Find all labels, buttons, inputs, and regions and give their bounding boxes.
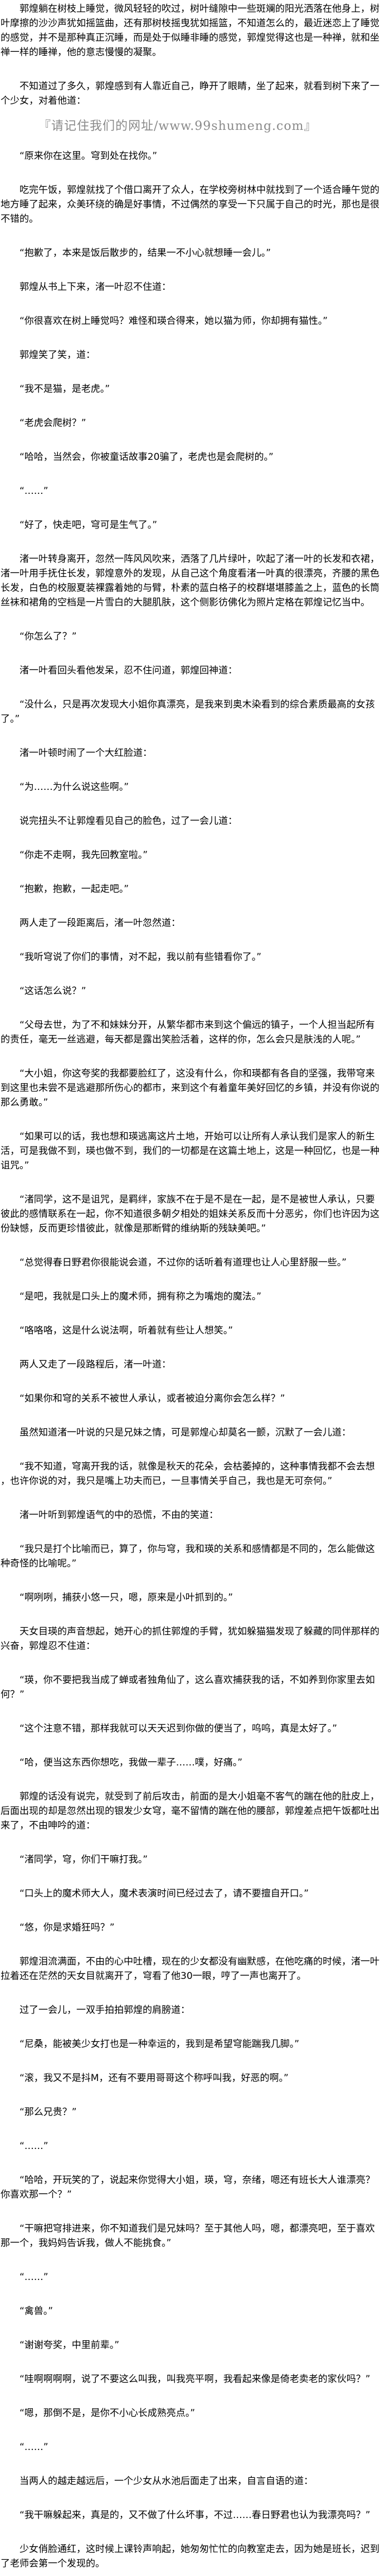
paragraph: 虽然知道渚一叶说的只是兄妹之情，可是郭煌心却莫名一颤，沉默了一会儿道： xyxy=(20,1427,351,1438)
paragraph: “没什么，只是再次发现大小姐你真漂亮，是我来到奥木染看到的综合素质最高的女孩了。… xyxy=(1,699,375,725)
paragraph: “我只是打个比喻而已，算了，你与穹，我和瑛的关系和感情都是不同的，怎么能做这种奇… xyxy=(1,1544,375,1569)
paragraph: “我不知道，穹离开我的话，就像是秋天的花朵，会枯萎掉的，这种事情我都不会去想，也… xyxy=(1,1461,375,1487)
paragraph: 渚一叶看回头看他发呆，忍不住问道，郭煌回神道： xyxy=(20,665,237,676)
paragraph: “抱歉，抱歉，一起走吧。” xyxy=(20,884,129,895)
paragraph: “……” xyxy=(20,2442,48,2453)
paragraph: “咯咯咯，这是什么说法啊，听着就有些让人想笑。” xyxy=(20,1325,233,1336)
paragraph: “谢谢夸奖，中里前辈。” xyxy=(20,2340,120,2351)
paragraph: 郭煌躺在树枝上睡觉，微风轻轻的吹过，树叶缝隙中一些斑斓的阳光洒落在他身上，树叶摩… xyxy=(1,3,379,58)
paragraph: 渚一叶听到郭煌语气的中的恐慌，不由的笑道： xyxy=(20,1510,218,1521)
paragraph: “好了，快走吧，穹可是生气了。” xyxy=(20,520,158,531)
paragraph: “抱歉了，本来是饭后散步的，结果一不小心就想睡一会儿。” xyxy=(20,248,271,259)
paragraph: 渚一叶顿时闹了一个大红脸道： xyxy=(20,748,152,759)
paragraph: “我不是猫，是老虎。” xyxy=(20,384,110,395)
paragraph: 郭煌的话没有说完，就受到了前后攻击，前面的是大小姐毫不客气的踹在他的肚皮上，后面… xyxy=(1,1791,379,1831)
paragraph: “父母去世，为了不和妹妹分开，从繁华都市来到这个偏远的镇子，一个人担当起所有的责… xyxy=(1,1020,375,1045)
paragraph: “大小姐，你这夸奖的我都要脸红了，这没有什么，你和瑛都有各自的坚强，我带穹来到这… xyxy=(1,1068,379,1108)
paragraph: 过了一会儿，一双手拍拍郭煌的肩膀道： xyxy=(20,2005,190,2016)
paragraph: 两人走了一段距离后，渚一叶忽然道： xyxy=(20,918,181,929)
paragraph: “哈哈，当然会，你被童话故事20骗了，老虎也是会爬树的。” xyxy=(20,452,274,463)
paragraph: “哈，便当这东西你想吃，我做一辈子……噗，好痛。” xyxy=(20,1757,243,1768)
paragraph: 少女俏脸通红，这时候上课铃声响起，她匆匆忙忙的向教室走去，因为她是班长，迟到了老… xyxy=(1,2544,379,2569)
paragraph: “我干嘛躲起来，真是的，又不做了什么坏事，不过……春日野君也认为我漂亮吗？” xyxy=(20,2510,371,2521)
paragraph: 当两人的越走越远后，一个少女从水池后面走了出来，自言自语的道： xyxy=(20,2476,313,2487)
paragraph: “为……为什么说这些啊。” xyxy=(20,782,129,793)
paragraph: “那么兄贵？” xyxy=(20,2107,77,2118)
paragraph: 渚一叶转身离开，忽然一阵风风吹来，洒落了几片绿叶，吹起了渚一叶的长发和衣裙，渚一… xyxy=(1,554,379,608)
paragraph: “你走不走啊，我先回教室啦。” xyxy=(20,850,148,861)
paragraph: “渚同学，穹，你们干嘛打我。” xyxy=(20,1854,148,1865)
paragraph: 说完扭头不让郭煌看见自己的脸色，过了一会儿道： xyxy=(20,816,237,827)
paragraph: “……” xyxy=(20,486,48,497)
paragraph: “这话怎么说？” xyxy=(20,986,86,997)
paragraph: “是吧，我就是口头上的魔术师，拥有称之为嘴炮的魔法。” xyxy=(20,1291,262,1302)
paragraph: “你怎么了？” xyxy=(20,631,77,642)
paragraph: “如果你和穹的关系不被世人承认，或者被迫分离你会怎么样？” xyxy=(20,1393,285,1404)
paragraph: “干嘛把穹排进来，你不知道我们是兄妹吗？至于其他人吗，嗯，都漂亮吧，至于喜欢那一… xyxy=(1,2223,375,2249)
paragraph: “老虎会爬树？” xyxy=(20,418,86,429)
paragraph: “滚，我又不是抖M，还有不要用哥哥这个称呼叫我，好恶的啊。” xyxy=(20,2073,289,2084)
paragraph: “瑛，你不要把我当成了蝉或者独角仙了，这么喜欢捕获我的话，不如养到你家里去如何？… xyxy=(1,1675,375,1700)
paragraph: “原来你在这里。穹到处在找你。” xyxy=(20,151,158,162)
paragraph: 郭煌笑了笑，道： xyxy=(20,350,95,361)
paragraph: “禽兽。” xyxy=(20,2306,53,2317)
paragraph: “如果可以的话，我也想和瑛逃离这片土地，开始可以让所有人承认我们是家人的新生活，… xyxy=(1,1131,379,1171)
paragraph: 郭煌泪流满面，不由的心中吐槽，现在的少女都没有幽默感，在他吃痛的时候，渚一叶拉着… xyxy=(1,1956,379,1982)
paragraph: “……” xyxy=(20,2272,48,2283)
paragraph: 吃完午饭，郭煌就找了个借口离开了众人，在学校旁树林中就找到了一个适合睡午觉的地方… xyxy=(1,185,379,225)
paragraph: “我听穹说了你们的事情，对不起，我以前有些错看你了。” xyxy=(20,952,262,963)
paragraph: “口头上的魔术师大人，魔术表演时间已经过去了，请不要擅自开口。” xyxy=(20,1888,309,1899)
paragraph: “尼桑，能被美少女打也是一种幸运的，我到是希望穹能踹我几脚。” xyxy=(20,2039,300,2050)
paragraph: 不知道过了多久，郭煌感到有人靠近自己，睁开了眼睛，坐了起来，就看到树下来了一个少… xyxy=(1,81,379,106)
paragraph: “……” xyxy=(20,2141,48,2152)
paragraph: “哇啊啊啊啊，说了不要这么叫我，叫我亮平啊，我看起来像是倚老卖老的家伙吗？” xyxy=(20,2374,371,2385)
paragraph: “渚同学，这不是诅咒，是羁绊，家族不在于是不是在一起，是不是被世人承认，只要彼此… xyxy=(1,1194,379,1234)
site-url-watermark: 『请记住我们的网址/www.99shumeng.com』 xyxy=(38,119,317,133)
paragraph: 郭煌从书上下来，渚一叶忍不住道： xyxy=(20,282,171,293)
paragraph: “悠，你是求婚狂吗？” xyxy=(20,1922,115,1933)
paragraph: “总觉得春日野君你很能说会道，不过你的话听着有道理也让人心里舒服一些。” xyxy=(20,1257,347,1268)
paragraph: “哈哈，开玩笑的了，说起来你觉得大小姐，瑛，穹，奈绪，嗯还有班长大人谁漂亮？你喜… xyxy=(1,2175,375,2200)
paragraph: “这个注意不错，那样我就可以天天迟到你做的便当了，呜呜，真是太好了。” xyxy=(20,1723,338,1734)
paragraph: “你很喜欢在树上睡觉吗？难怪和瑛合得来，她以猫为师，你却拥有猫性。” xyxy=(20,316,328,327)
paragraph: “啊咧咧，捕获小悠一只，嗯，原来是小叶抓到的。” xyxy=(20,1592,233,1603)
paragraph: 两人又走了一段路程后，渚一叶道： xyxy=(20,1359,171,1370)
paragraph: “嗯，那倒不是，是你不小心长成熟亮点。” xyxy=(20,2408,196,2419)
paragraph: 天女目瑛的声音想起，她开心的抓住郭煌的手臂，犹如躲猫猫发现了躲藏的同伴那样的兴奋… xyxy=(1,1626,379,1652)
paragraph-list: “原来你在这里。穹到处在找你。” 吃完午饭，郭煌就找了个借口离开了众人，在学校旁树… xyxy=(1,149,380,2571)
